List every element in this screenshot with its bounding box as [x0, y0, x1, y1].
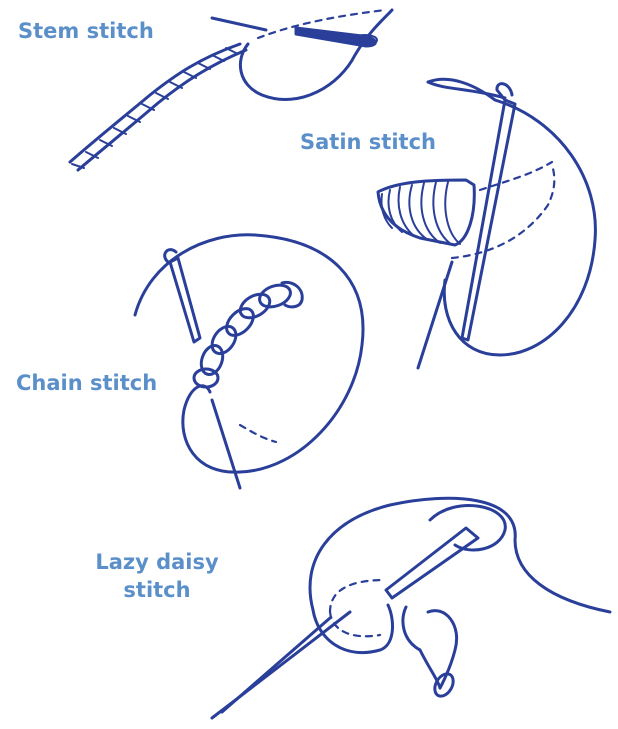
stem-stitch-label: Stem stitch [18, 17, 154, 45]
lazy-daisy-label-line2: stitch [82, 576, 232, 604]
satin-stitch-label: Satin stitch [300, 128, 436, 156]
stem-stitch-needle-left [212, 18, 266, 30]
satin-stitch-block [378, 180, 474, 245]
chain-stitch-illustration [135, 235, 363, 488]
chain-stitch-thread-loop [135, 235, 363, 472]
satin-stitch-illustration [378, 79, 595, 368]
chain-stitch-links [194, 281, 302, 387]
lazy-daisy-illustration [212, 498, 610, 718]
lazy-daisy-stitch-label: Lazy daisy stitch [82, 548, 232, 604]
lazy-daisy-label-line1: Lazy daisy [82, 548, 232, 576]
stem-stitch-needle-right [296, 28, 375, 46]
chain-stitch-needle [170, 258, 200, 342]
lazy-daisy-needle [386, 528, 478, 598]
lazy-daisy-thread-loop [310, 498, 610, 612]
lazy-daisy-petal [403, 607, 457, 699]
stem-stitch-thread-loop [240, 10, 392, 99]
chain-stitch-label: Chain stitch [16, 369, 157, 397]
stem-stitch-rope [70, 44, 246, 170]
